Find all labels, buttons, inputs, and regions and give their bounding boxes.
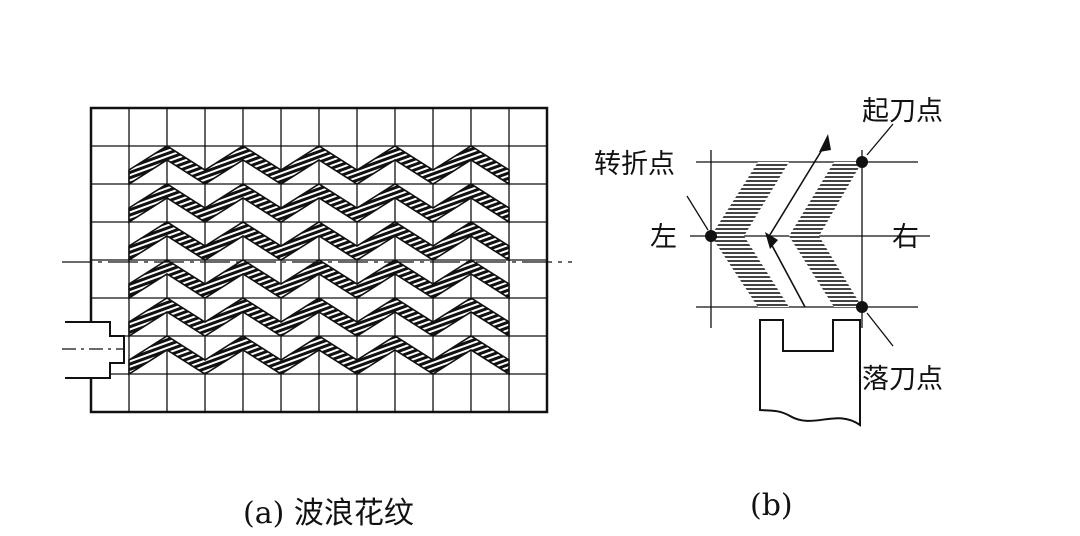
knurling-wheel: [759, 319, 861, 427]
wave-band: [128, 221, 510, 262]
leader-drop: [866, 312, 894, 347]
chevron-right: [789, 162, 862, 307]
wave-band: [128, 297, 510, 338]
wave-band: [128, 183, 510, 224]
chevron-left: [711, 162, 789, 307]
panel-a: [62, 106, 572, 414]
wave-band: [128, 145, 510, 186]
leader-turn: [686, 195, 709, 231]
drop-point-label: 落刀点: [862, 364, 943, 395]
drop-point-dot: [856, 301, 868, 313]
caption-a: (a) 波浪花纹: [243, 496, 414, 531]
path-up: [767, 237, 806, 308]
wave-band: [128, 335, 510, 376]
arrow-head-icon: [765, 232, 778, 249]
path-return: [767, 139, 829, 239]
arrow-head-icon: [819, 134, 831, 152]
turn-point-label: 转折点: [594, 149, 675, 180]
leader-lift: [866, 123, 894, 156]
wave-band: [128, 259, 510, 300]
caption-b: (b): [750, 488, 793, 523]
panel-b: 起刀点 转折点 左 右 落刀点: [594, 96, 943, 427]
right-label: 右: [892, 222, 919, 253]
lift-point-dot: [856, 156, 868, 168]
lift-point-label: 起刀点: [862, 96, 943, 127]
knurling-tool: [62, 321, 125, 379]
wave-pattern: [128, 145, 510, 376]
left-label: 左: [650, 222, 677, 253]
turn-point-dot: [705, 230, 717, 242]
